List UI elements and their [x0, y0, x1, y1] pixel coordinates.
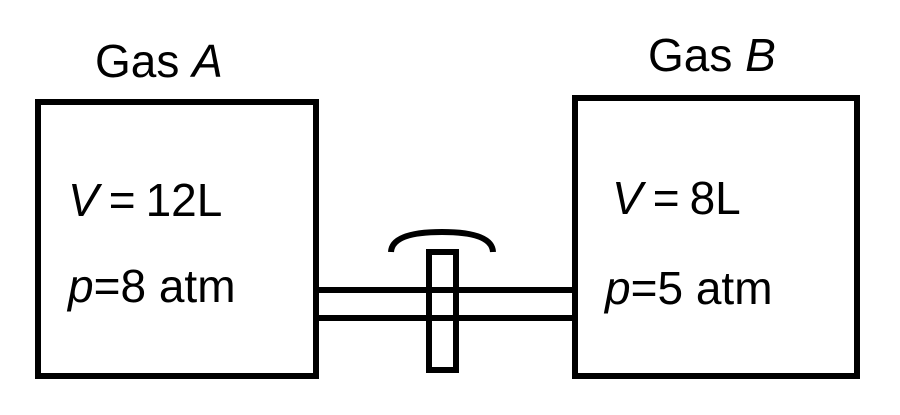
container-a	[35, 99, 319, 379]
gas-b-pressure-equals: =	[630, 262, 658, 314]
gas-b-pressure-symbol: p	[605, 262, 631, 314]
valve-handle[interactable]	[388, 228, 496, 253]
gas-b-volume-equals: =	[652, 172, 680, 224]
gas-b-pressure-value: 5 atm	[657, 262, 773, 314]
gas-b-volume-symbol: V	[612, 172, 643, 224]
gas-a-pressure-value: 8 atm	[120, 260, 236, 312]
gas-b-volume: V=8L	[612, 175, 741, 221]
gas-b-title-var: B	[745, 29, 776, 81]
valve-stem	[426, 249, 459, 373]
gas-a-volume-equals: =	[108, 174, 136, 226]
gas-b-volume-value: 8L	[689, 172, 741, 224]
gas-a-title-var: A	[192, 35, 223, 87]
gas-b-title: Gas B	[648, 32, 776, 78]
gas-b-pressure: p=5 atm	[605, 265, 773, 311]
gas-a-volume-symbol: V	[68, 174, 99, 226]
gas-a-pressure: p=8 atm	[68, 263, 236, 309]
gas-a-pressure-equals: =	[93, 260, 121, 312]
gas-a-volume: V=12L	[68, 177, 222, 223]
stopcock-valve[interactable]	[388, 228, 496, 373]
gas-a-title-prefix: Gas	[95, 35, 180, 87]
gas-a-volume-value: 12L	[145, 174, 223, 226]
gas-a-pressure-symbol: p	[68, 260, 94, 312]
gas-b-title-prefix: Gas	[648, 29, 733, 81]
gas-a-title: Gas A	[95, 38, 223, 84]
container-b	[572, 95, 860, 379]
